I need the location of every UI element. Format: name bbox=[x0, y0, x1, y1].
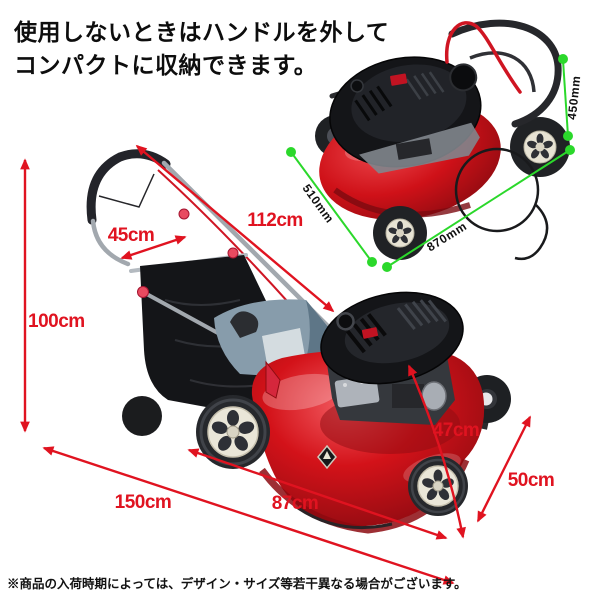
coiled-cable bbox=[454, 147, 540, 233]
inset-front-wheel bbox=[373, 206, 427, 260]
throttle-cable bbox=[98, 173, 155, 208]
dimension-label-112cm: 112cm bbox=[247, 210, 303, 231]
dimension-label-47cm: 47cm bbox=[433, 420, 480, 441]
dimension-label-87cm: 87cm bbox=[272, 493, 319, 514]
air-filter bbox=[449, 63, 478, 92]
dimension-450mm: 450mm bbox=[558, 54, 583, 141]
fuel-cap bbox=[336, 312, 355, 331]
headline: 使用しないときはハンドルを外して コンパクトに収納できます。 bbox=[14, 16, 389, 82]
hidden-rear-wheel bbox=[122, 396, 162, 436]
spec-label-sticker bbox=[262, 328, 305, 364]
handle-grip bbox=[86, 149, 171, 225]
handle-lower-tube bbox=[90, 218, 131, 267]
inset-right-wheel bbox=[510, 117, 570, 177]
dimension-112cm: 112cm bbox=[135, 144, 335, 313]
folded-handlebar bbox=[448, 19, 562, 128]
front-center-wheel bbox=[408, 456, 468, 516]
cover-lever bbox=[230, 311, 259, 338]
dimension-label-870mm: 870mm bbox=[424, 219, 469, 254]
storage-inset-photo bbox=[315, 19, 570, 261]
red-cable bbox=[444, 21, 522, 94]
rear-left-wheel bbox=[196, 395, 270, 469]
dimension-100cm: 100cm bbox=[20, 158, 85, 433]
engine-top bbox=[320, 291, 464, 385]
assembled-dimension-annotations: 112cm 45cm 100cm 47cm 50cm 87cm 150cm bbox=[20, 144, 555, 585]
engine-logo-badge bbox=[390, 73, 408, 86]
dimension-50cm: 50cm bbox=[476, 415, 555, 523]
dimension-150cm: 150cm bbox=[42, 446, 455, 585]
inset-engine bbox=[329, 56, 482, 174]
headline-line-1: 使用しないときはハンドルを外して bbox=[14, 19, 390, 45]
dimension-label-450mm: 450mm bbox=[565, 75, 584, 121]
oil-cap bbox=[350, 79, 364, 93]
dimension-45cm: 45cm bbox=[108, 225, 187, 260]
height-adjust-lever bbox=[265, 360, 281, 399]
headline-line-2: コンパクトに収納できます。 bbox=[14, 52, 318, 78]
dimension-label-50cm: 50cm bbox=[508, 470, 555, 491]
inset-engine-vents bbox=[354, 85, 393, 122]
disclaimer-note: ※商品の入荷時期によっては、デザイン・サイズ等若干異なる場合がございます。 bbox=[7, 577, 467, 591]
dimension-label-100cm: 100cm bbox=[28, 311, 85, 332]
dimension-label-150cm: 150cm bbox=[115, 492, 172, 513]
dimension-label-45cm: 45cm bbox=[108, 225, 155, 246]
engine-logo-badge-main bbox=[361, 327, 379, 339]
